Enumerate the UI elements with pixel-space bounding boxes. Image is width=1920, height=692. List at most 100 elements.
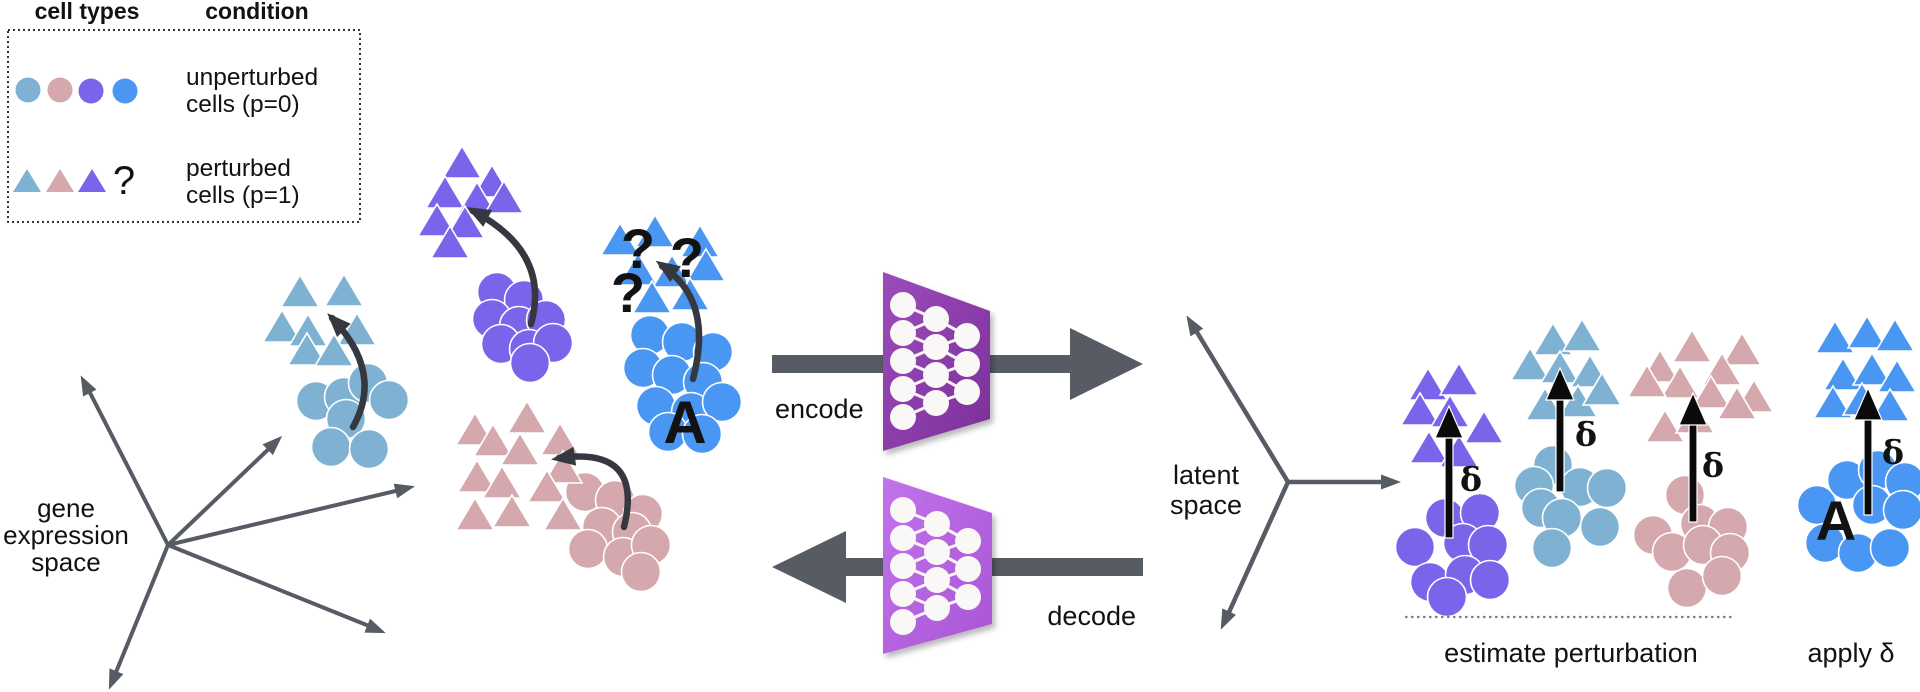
cell-circle [620,551,662,593]
encode-arrowhead [1070,328,1143,400]
cell-triangle [1671,328,1713,363]
cell-triangle [1532,321,1574,356]
cell-triangle [313,332,355,367]
delta-arrow-shaft [1688,422,1698,523]
teal-source-cluster [261,272,410,470]
cell-triangle [542,449,584,484]
decode-label: decode [1047,601,1136,631]
cell-triangle [1869,387,1911,422]
legend-header-cell-types: cell types [35,0,140,24]
cell-circle [1469,559,1511,601]
decoder-network-icon [890,497,981,635]
cell-triangle [1851,351,1893,386]
network-node [890,404,916,430]
decode-arrowhead [772,531,846,603]
cell-triangle [286,331,328,366]
cell-triangle [631,279,673,314]
axis-arrowhead [1220,608,1236,630]
gene-space-label-line1: gene [37,493,95,523]
axis-arrowhead [80,375,97,397]
delta-arrowhead [1678,391,1708,426]
cell-triangle [1408,429,1450,464]
cell-triangle [279,273,321,308]
estimate-perturbation-label: estimate perturbation [1444,638,1698,668]
cell-circle [1394,526,1436,568]
decoder [883,477,992,654]
cell-triangle [599,221,641,256]
cell-triangle [634,213,676,248]
network-node [890,348,916,374]
blue-source-cluster [599,213,743,455]
network-node [955,584,981,610]
cell-circle [1666,567,1708,609]
cell-circle [567,528,609,570]
legend-circle-blue [112,78,138,104]
cell-triangle [1407,366,1449,401]
encoder-network-icon [890,292,980,430]
cell-clusters-layer [261,144,1920,618]
delta-symbol: δ [1702,446,1724,485]
axis-line [84,384,170,546]
axis-line [167,486,409,547]
axis-line [1222,481,1291,622]
axis-line [167,543,380,632]
cell-circle [1701,555,1743,597]
legend-triangle-purple [78,169,106,192]
legend-perturbed-line1: perturbed [186,155,291,182]
cell-triangle [617,251,659,286]
cell-triangle [1463,409,1505,444]
apply-delta-label: apply δ [1807,638,1894,668]
cell-triangle [323,272,365,307]
cell-triangle [483,179,525,214]
cell-triangle [1561,317,1603,352]
question-mark: ? [621,217,655,280]
network-node [955,528,981,554]
encode-label: encode [775,394,864,424]
cell-triangle [1846,314,1888,349]
cell-triangle [1626,363,1668,398]
cell-circle [368,379,410,421]
cell-triangle [1690,374,1732,409]
encoder [883,272,990,451]
cell-triangle [454,496,496,531]
cell-triangle [1822,356,1864,391]
axis-arrowhead [1381,474,1401,490]
network-node [955,556,981,582]
decoder-trapezoid [883,477,992,654]
cell-triangle [506,399,548,434]
cell-circle [310,426,352,468]
cell-triangle [1644,408,1686,443]
delta-arrowhead [1853,386,1883,421]
network-node [954,323,980,349]
curved-arrowhead [327,313,351,337]
delta-arrowhead [1545,366,1575,401]
cell-circle [348,428,390,470]
teal-latent-cluster [1509,317,1628,569]
delta-symbol: δ [1575,415,1597,454]
delta-arrow-shaft [1863,417,1873,516]
legend-triangle-pink [46,169,74,192]
legend-circle-purple [78,78,104,104]
cell-circle [509,342,551,384]
delta-arrow-shaft [1444,435,1454,539]
cell-triangle [1814,319,1856,354]
perturbation-curved-arrows [327,207,703,531]
legend-triangle-teal [13,169,41,192]
gene-space-label-line2: expression [3,520,129,550]
network-node [890,292,916,318]
cell-circle [1426,576,1468,618]
network-node [890,320,916,346]
cell-triangle [429,224,471,259]
cell-circle [1579,506,1621,548]
axis-arrowhead [1186,315,1204,337]
cell-triangle [441,144,483,179]
cell-triangle [1721,331,1763,366]
cell-triangle [499,431,541,466]
cell-triangle [261,308,303,343]
network-node [924,539,950,565]
legend-unperturbed-line2: cells (p=0) [186,91,300,118]
cell-triangle [416,202,458,237]
curved-arrowhead [466,207,493,227]
cell-circle [701,381,743,423]
